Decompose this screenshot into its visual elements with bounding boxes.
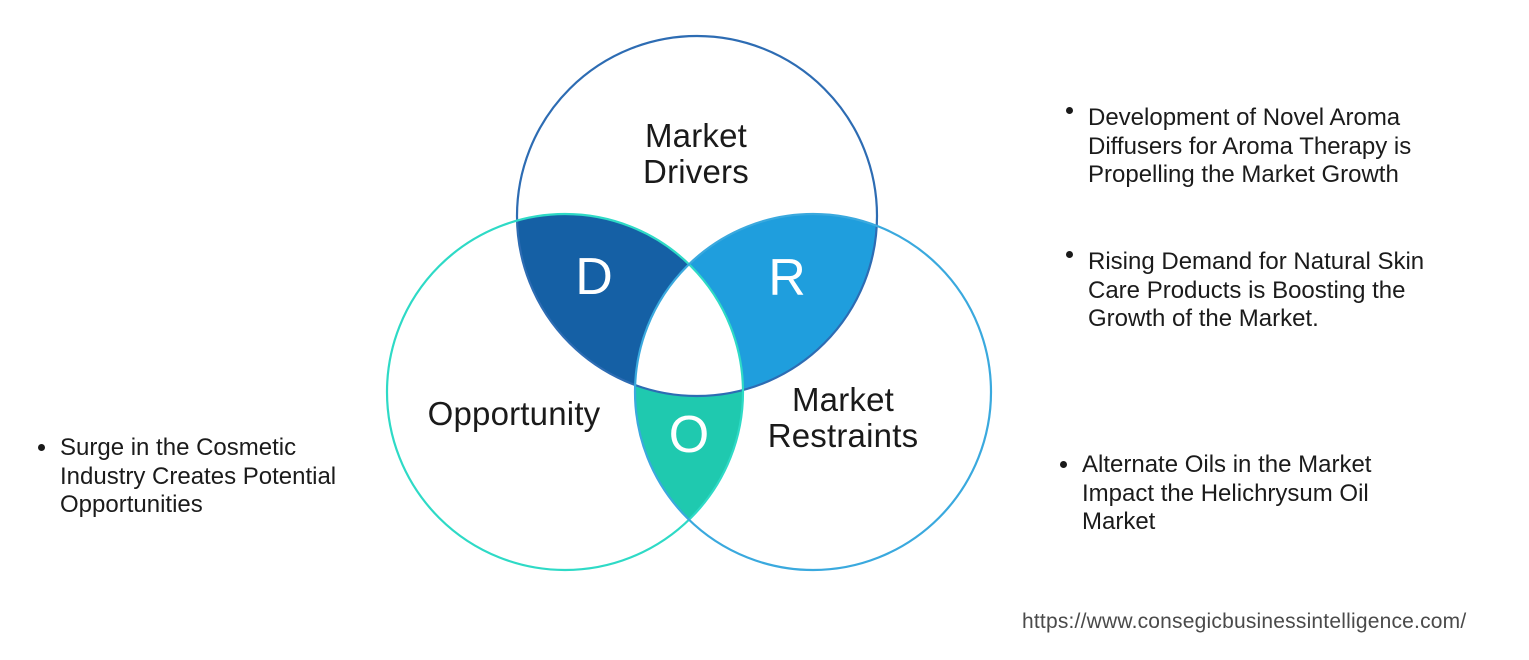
opportunity-circle-outline: [385, 212, 745, 572]
label-market-restraints: Market Restraints: [767, 381, 919, 454]
restraints-circle-outline: [633, 212, 993, 572]
bullet-restraint-1: Alternate Oils in the Market Impact the …: [1060, 451, 1434, 537]
bullet-driver-1-text: Development of Novel Aroma Diffusers for…: [1088, 104, 1412, 188]
bullet-dot-icon: [1060, 461, 1067, 468]
letter-r: R: [768, 249, 806, 307]
bullet-driver-1: Development of Novel Aroma Diffusers for…: [1066, 104, 1440, 190]
bullet-opportunity-text: Surge in the Cosmetic Industry Creates P…: [60, 434, 337, 518]
bullet-dot-icon: [1066, 107, 1073, 114]
bullet-driver-2-text: Rising Demand for Natural Skin Care Prod…: [1088, 248, 1425, 332]
bullet-driver-2: Rising Demand for Natural Skin Care Prod…: [1066, 248, 1440, 334]
letter-o: O: [668, 406, 710, 464]
region-opportunity-fill: [387, 214, 743, 570]
drivers-circle-outline: [515, 34, 879, 398]
bullet-dot-icon: [1066, 251, 1073, 258]
bullet-restraint-1-text: Alternate Oils in the Market Impact the …: [1082, 451, 1372, 535]
bullet-dot-icon: [38, 444, 45, 451]
label-opportunity: Opportunity: [427, 395, 601, 432]
label-market-drivers: Market Drivers: [643, 117, 749, 190]
bullet-opportunity: Surge in the Cosmetic Industry Creates P…: [38, 434, 360, 520]
letter-d: D: [575, 248, 613, 306]
region-restraints-fill: [635, 214, 991, 570]
source-url: https://www.consegicbusinessintelligence…: [1022, 610, 1467, 633]
